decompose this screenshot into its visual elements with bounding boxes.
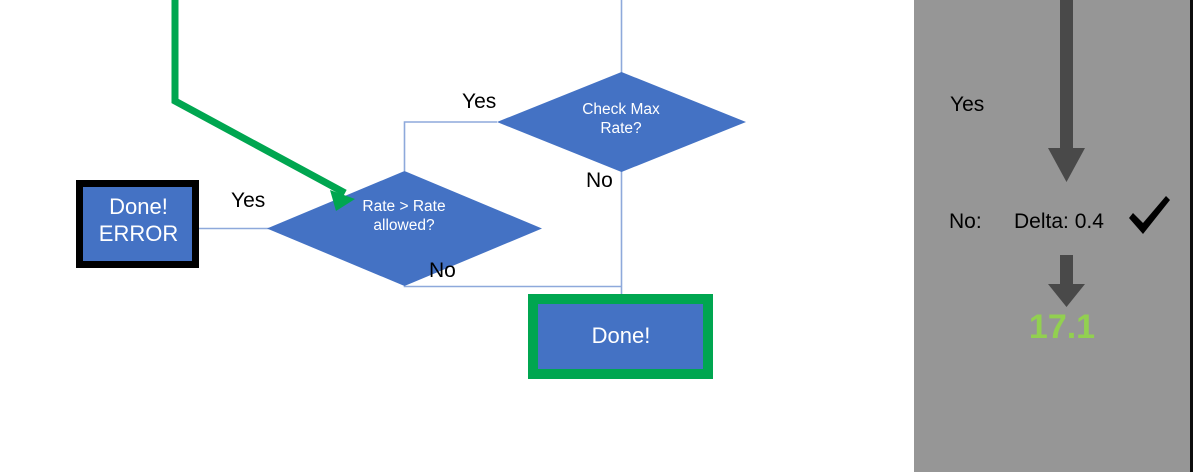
panel-right-margin <box>1196 0 1202 472</box>
connector-check-max-yes <box>403 121 497 171</box>
edge-label-rate-gt-yes: Yes <box>231 189 266 212</box>
down-arrow-icon-upper <box>1048 0 1085 182</box>
grey-panel-graphics <box>1048 0 1085 307</box>
down-arrow-icon-lower <box>1048 255 1085 307</box>
flowchart-graphics <box>76 0 746 379</box>
check-mark-icon <box>1129 196 1170 234</box>
panel-no-label: No: <box>949 210 982 233</box>
edge-label-check-max-yes: Yes <box>462 90 497 113</box>
node-done-shape <box>528 294 713 379</box>
node-check-max-rate-shape <box>497 72 746 172</box>
panel-result-value: 17.1 <box>1028 308 1096 346</box>
panel-delta-value: Delta: 0.4 <box>1014 210 1104 233</box>
flowchart-canvas: Check Max Rate? Rate > Rate allowed? Don… <box>76 0 746 379</box>
node-rate-gt-allowed-shape <box>267 171 542 286</box>
panel-yes-label: Yes <box>950 93 985 116</box>
connector-rate-gt-no <box>403 285 622 288</box>
node-done-error-shape <box>76 180 199 268</box>
grey-detail-panel: Yes No: Delta: 0.4 17.1 <box>914 0 1193 472</box>
edge-label-check-max-no: No <box>586 169 613 192</box>
edge-label-rate-gt-no: No <box>429 259 456 282</box>
green-highlight-arrow <box>171 0 355 211</box>
